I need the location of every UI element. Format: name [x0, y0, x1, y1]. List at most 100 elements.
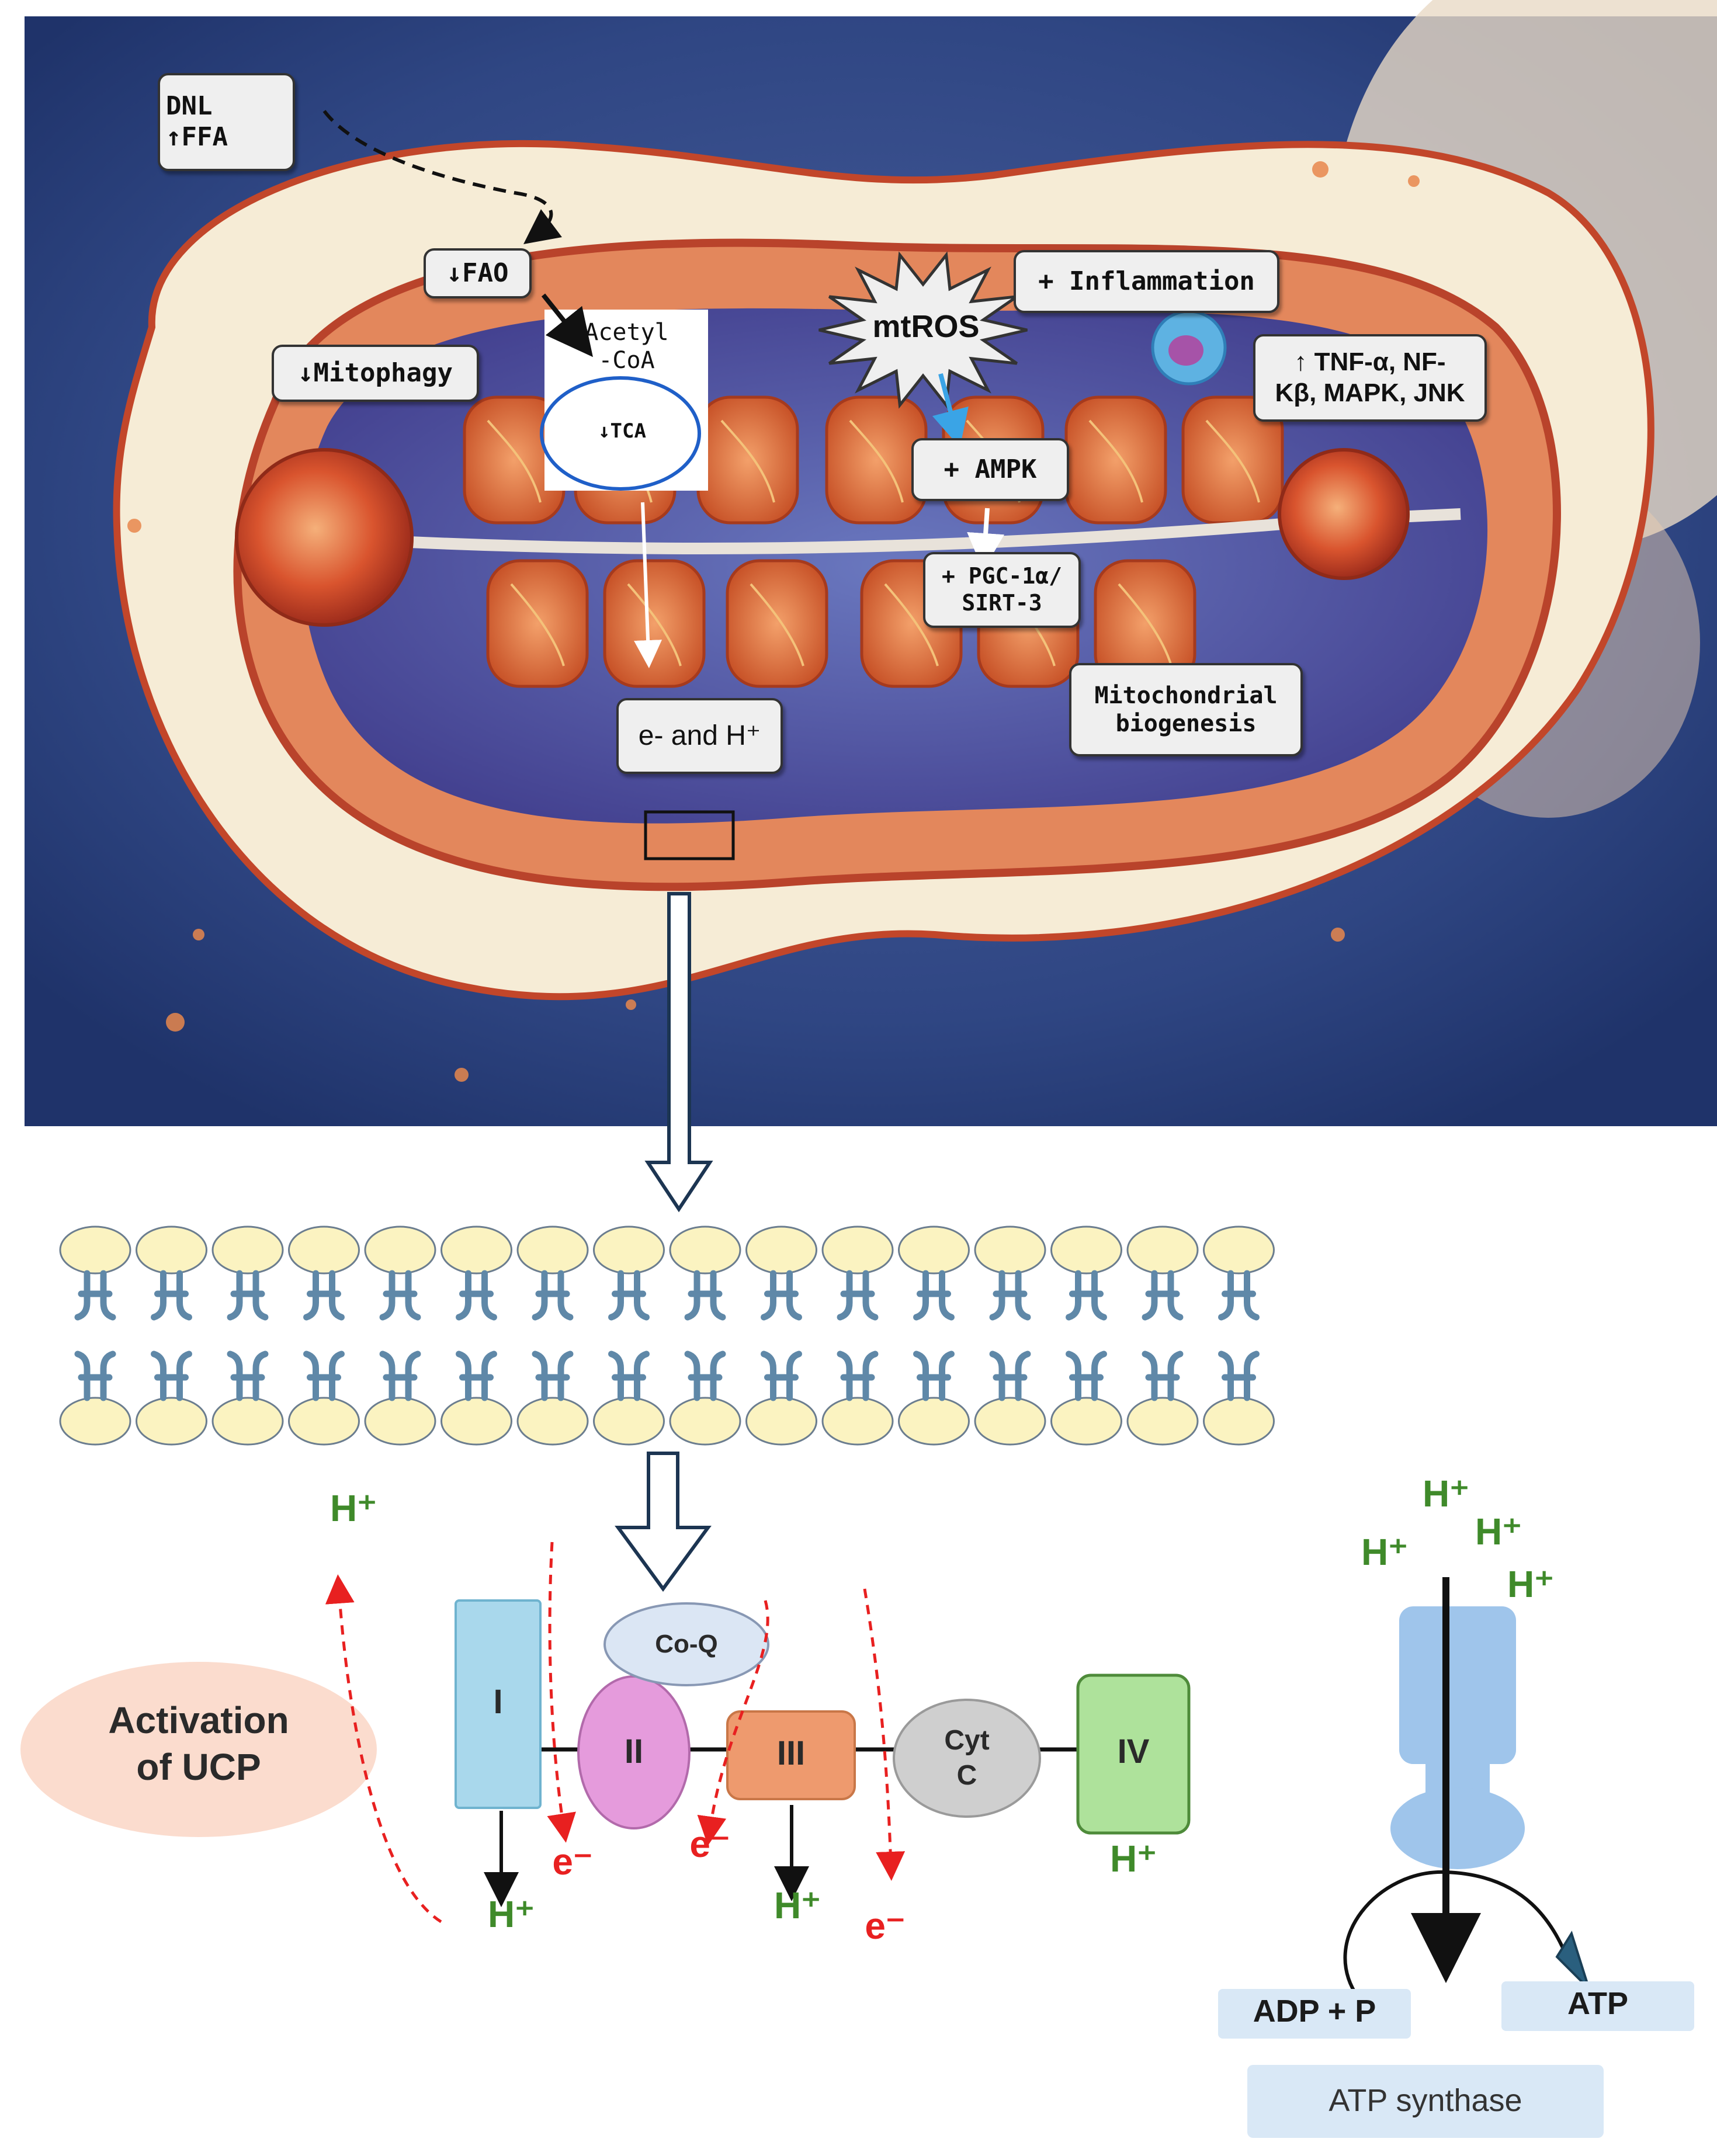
lipid-tail-top-12 — [913, 1270, 955, 1321]
complex-1-shape — [455, 1599, 542, 1809]
lipid-tail-top-8 — [608, 1270, 650, 1321]
electron-paths — [325, 1542, 906, 1924]
lipid-tail-bottom-3 — [227, 1350, 269, 1401]
atp-synthase-shape — [1390, 1606, 1525, 1869]
complex-2-label: II — [624, 1733, 644, 1770]
lipid-head-top-6 — [440, 1225, 512, 1275]
lipid-head-bottom-6 — [440, 1397, 512, 1446]
lipid-head-top-13 — [974, 1225, 1046, 1275]
lipid-tail-bottom-12 — [913, 1350, 955, 1401]
lipid-head-bottom-10 — [745, 1397, 817, 1446]
lipid-head-top-8 — [593, 1225, 665, 1275]
complex-3-label: III — [776, 1734, 806, 1772]
dnl-ffa-label: DNL ↑FFA — [158, 73, 295, 171]
lipid-tail-top-4 — [303, 1270, 345, 1321]
lipid-tail-top-6 — [456, 1270, 497, 1321]
lipid-head-top-15 — [1126, 1225, 1199, 1275]
lipid-head-bottom-11 — [821, 1397, 894, 1446]
lipid-head-top-12 — [898, 1225, 970, 1275]
zoom-arrow-top — [644, 892, 713, 1213]
adp-to-atp-curve — [1343, 1870, 1573, 1999]
crista-bottom-fold-2 — [627, 583, 682, 666]
atp-box — [1501, 1981, 1694, 2031]
atp-arrowhead — [1555, 1931, 1590, 1990]
right-sphere — [1278, 448, 1410, 580]
cytc-label: Cyt C — [944, 1725, 990, 1791]
crista-top-fold-7 — [1205, 419, 1260, 503]
ampk-to-pgc-arrow — [967, 508, 1005, 571]
immune-cell-nucleus — [1168, 335, 1203, 366]
lipid-head-bottom-12 — [898, 1397, 970, 1446]
lipid-head-top-14 — [1050, 1225, 1122, 1275]
mtros-to-ampk-arrow — [932, 373, 969, 447]
tca-text: ↓TCA — [598, 419, 646, 443]
atp-label: ATP — [1567, 1986, 1628, 2021]
complex-4-label: IV — [1117, 1733, 1150, 1770]
lipid-head-top-2 — [136, 1225, 207, 1275]
dnl-to-fao-arrow — [322, 110, 563, 245]
electrons-protons-label: e- and H⁺ — [616, 698, 783, 774]
lipid-tail-bottom-13 — [989, 1350, 1031, 1401]
synthase-name-box — [1247, 2065, 1604, 2138]
lipid-tail-top-9 — [684, 1270, 726, 1321]
crista-bottom-fold-4 — [884, 583, 939, 666]
lipid-tail-top-10 — [761, 1270, 802, 1321]
lipid-tail-bottom-1 — [74, 1350, 116, 1401]
crista-bottom-fold-1 — [510, 583, 565, 666]
crista-top-fold-6 — [1088, 419, 1143, 503]
h-plus-complex-3: H⁺ — [774, 1884, 821, 1926]
tnf-label: ↑ TNF-α, NF- Kβ, MAPK, JNK — [1253, 334, 1487, 422]
lipid-tail-bottom-2 — [151, 1350, 192, 1401]
lipid-head-top-4 — [288, 1225, 360, 1275]
lipid-head-bottom-9 — [669, 1397, 741, 1446]
biogenesis-label: Mitochondrial biogenesis — [1069, 663, 1303, 756]
pgc-sirt3-label: + PGC-1α/ SIRT-3 — [923, 552, 1081, 628]
inflammation-label: + Inflammation — [1014, 250, 1279, 313]
complex-3-shape — [726, 1710, 856, 1800]
crista-bottom-3 — [726, 559, 828, 688]
lipid-head-bottom-15 — [1126, 1397, 1199, 1446]
lipid-bilayer — [59, 1225, 1275, 1446]
splatter-drops — [127, 161, 1420, 1082]
e-minus-2: e⁻ — [689, 1823, 730, 1865]
complex-1-label: I — [493, 1683, 503, 1721]
lipid-tail-bottom-15 — [1142, 1350, 1184, 1401]
fao-to-acetylcoa-arrow — [541, 293, 593, 357]
tca-cycle-ring — [540, 376, 701, 491]
h-plus-synthase-3: H⁺ — [1361, 1531, 1408, 1573]
lipid-head-top-9 — [669, 1225, 741, 1275]
h-plus-complex-4: H⁺ — [1110, 1838, 1157, 1880]
lipid-tail-bottom-14 — [1066, 1350, 1107, 1401]
acetyl-coa-text: Acetyl -CoA — [584, 319, 669, 374]
lipid-tail-top-15 — [1142, 1270, 1184, 1321]
lipid-tail-bottom-8 — [608, 1350, 650, 1401]
lipid-tail-top-3 — [227, 1270, 269, 1321]
adp-label: ADP + P — [1253, 1994, 1376, 2029]
lipid-tail-bottom-7 — [532, 1350, 574, 1401]
lipid-head-top-7 — [516, 1225, 589, 1275]
lipid-tail-bottom-10 — [761, 1350, 802, 1401]
crista-top-fold-3 — [720, 419, 775, 503]
h-plus-ucp: H⁺ — [330, 1487, 377, 1529]
lipid-head-bottom-16 — [1203, 1397, 1275, 1446]
lipid-head-top-16 — [1203, 1225, 1275, 1275]
lipid-head-bottom-14 — [1050, 1397, 1122, 1446]
lipid-tail-top-1 — [74, 1270, 116, 1321]
adp-box — [1218, 1989, 1411, 2039]
ucp-ellipse — [20, 1662, 377, 1837]
crista-top-6 — [1064, 395, 1167, 525]
h-plus-synthase-1: H⁺ — [1423, 1473, 1469, 1515]
h-plus-synthase-2: H⁺ — [1475, 1511, 1522, 1553]
lipid-head-top-10 — [745, 1225, 817, 1275]
lipid-head-top-3 — [211, 1225, 284, 1275]
cristae-spine — [408, 508, 1461, 555]
crista-bottom-2 — [603, 559, 706, 688]
h-plus-synthase-4: H⁺ — [1507, 1563, 1554, 1605]
lipid-tail-bottom-6 — [456, 1350, 497, 1401]
coq-label: Co-Q — [655, 1630, 718, 1658]
lipid-head-bottom-4 — [288, 1397, 360, 1446]
zoom-box — [644, 810, 735, 860]
lipid-tail-top-2 — [151, 1270, 192, 1321]
